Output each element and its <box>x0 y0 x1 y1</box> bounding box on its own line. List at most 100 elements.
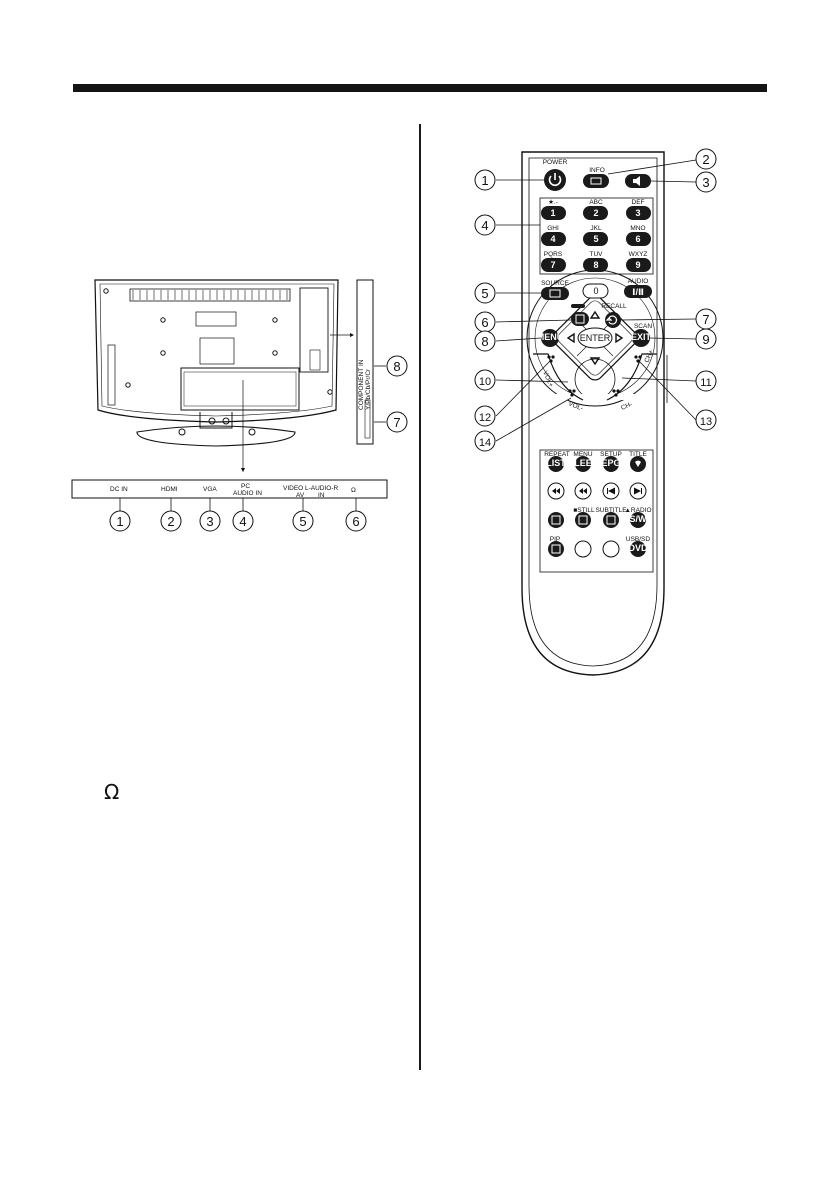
blank-button-1[interactable] <box>574 540 592 558</box>
digit-letters-1: ★.- <box>548 199 558 206</box>
column-divider <box>419 124 421 1070</box>
tv-callout-6: 6 <box>352 514 359 529</box>
info-icon <box>590 177 602 185</box>
remote-callout-2: 2 <box>702 152 709 167</box>
menu2-label: MENU <box>573 451 592 458</box>
digit-3: 3 <box>635 208 640 218</box>
remote-callout-13: 13 <box>700 416 712 428</box>
digit-button-7[interactable] <box>541 258 566 272</box>
audio-button[interactable] <box>624 285 652 298</box>
list-key: LIST <box>546 458 566 468</box>
enter-button-label: ENTER <box>580 333 611 343</box>
vol-plus-label: VOL+ <box>541 370 554 388</box>
exit-button[interactable] <box>632 329 650 347</box>
power-icon <box>548 173 562 187</box>
label-audio-in: AUDIO IN <box>233 490 262 497</box>
recall-button[interactable] <box>605 312 621 328</box>
remote-callout-5: 5 <box>481 286 488 301</box>
tv-callout-1: 1 <box>116 514 123 529</box>
tv-callout-circles <box>109 355 408 532</box>
digit-letters-5: JKL <box>590 225 602 232</box>
heart-icon <box>635 460 641 467</box>
guide-button[interactable] <box>571 312 589 326</box>
digit-button-6[interactable] <box>626 232 651 246</box>
mute-icon <box>633 176 640 186</box>
remote-callout-1: 1 <box>481 173 488 188</box>
bottom-connector-panel <box>71 479 388 499</box>
digit-button-8[interactable] <box>583 258 608 272</box>
tv-callout-4: 4 <box>239 514 246 529</box>
still-button[interactable] <box>575 512 591 528</box>
digit-1: 1 <box>550 208 555 218</box>
subtitle-icon <box>606 515 616 525</box>
epg-button[interactable] <box>603 456 619 472</box>
label-hdmi: HDMI <box>161 486 178 493</box>
pip-label: PIP <box>550 536 560 543</box>
digit-button-3[interactable] <box>626 206 651 220</box>
label-headphone-symbol: Ω <box>351 487 356 494</box>
audio-key-label: Ⅰ/Ⅱ <box>632 287 644 297</box>
digit-letters-6: MNO <box>630 225 645 232</box>
still-label: ■STILL <box>573 507 595 514</box>
play-pause-icon <box>551 515 561 525</box>
label-l-audio-r: L-AUDIO-R <box>305 485 339 492</box>
digit-9: 9 <box>635 260 640 270</box>
info-button[interactable] <box>583 174 609 188</box>
label-video: VIDEO <box>283 485 303 492</box>
pip-icon <box>551 544 561 554</box>
pip-button[interactable] <box>548 541 564 557</box>
digit-button-2[interactable] <box>583 206 608 220</box>
sw-button[interactable] <box>630 512 646 528</box>
digit-button-4[interactable] <box>541 232 566 246</box>
remote-callout-9: 9 <box>702 332 709 347</box>
rewind-icon <box>552 488 560 494</box>
tv-rear-illustration <box>94 279 339 447</box>
header-rule <box>73 84 767 92</box>
sleep-key: SLEEP <box>568 458 598 468</box>
label-in: IN <box>318 492 325 499</box>
arrow-right-icon[interactable] <box>615 332 624 344</box>
usb-sd-label: USB/SD <box>626 536 651 543</box>
recall-label: RECALL <box>601 303 627 310</box>
menu-button-label: MENU <box>537 332 564 342</box>
exit-button-label: EXIT <box>631 332 652 342</box>
headphone-icon: Ω <box>104 780 120 804</box>
guide-icon <box>575 314 585 324</box>
epg-key: EPG <box>601 458 620 468</box>
list-button[interactable] <box>548 456 564 472</box>
remote-callout-8: 8 <box>481 334 488 349</box>
tv-callout-2: 2 <box>167 514 174 529</box>
label-av: AV <box>296 492 305 499</box>
scan-label: SCAN <box>634 323 652 330</box>
sw-key: S/W <box>630 514 648 524</box>
label-component-in: COMPONENT IN <box>358 359 365 410</box>
still-icon <box>578 515 588 525</box>
arrow-up-icon[interactable] <box>589 310 601 319</box>
guide-mark <box>571 304 585 308</box>
remote-callout-14: 14 <box>479 437 491 449</box>
digit-0: 0 <box>593 286 598 296</box>
label-dc-in: DC IN <box>110 486 128 493</box>
tv-callout-lines <box>119 365 386 511</box>
digit-button-1[interactable] <box>541 206 566 220</box>
menu-button[interactable] <box>541 329 559 347</box>
enter-button[interactable] <box>577 327 613 349</box>
dvd-button[interactable] <box>630 541 646 557</box>
subtitle-button[interactable] <box>603 512 619 528</box>
tv-side-panel <box>356 279 374 445</box>
tv-callout-5: 5 <box>299 514 306 529</box>
source-button[interactable] <box>541 287 569 300</box>
play-pause-button[interactable] <box>548 512 564 528</box>
digit-8: 8 <box>593 260 598 270</box>
repeat-label: REPEAT <box>544 451 570 458</box>
tv-callout-7: 7 <box>393 415 400 430</box>
arrow-down-icon[interactable] <box>589 357 601 366</box>
digit-button-5[interactable] <box>583 232 608 246</box>
sleep-button[interactable] <box>575 456 591 472</box>
blank-button-2[interactable] <box>602 540 620 558</box>
digit-button-0[interactable] <box>582 283 609 299</box>
digit-button-9[interactable] <box>626 258 651 272</box>
arrow-left-icon[interactable] <box>566 332 575 344</box>
digit-5: 5 <box>593 234 598 244</box>
